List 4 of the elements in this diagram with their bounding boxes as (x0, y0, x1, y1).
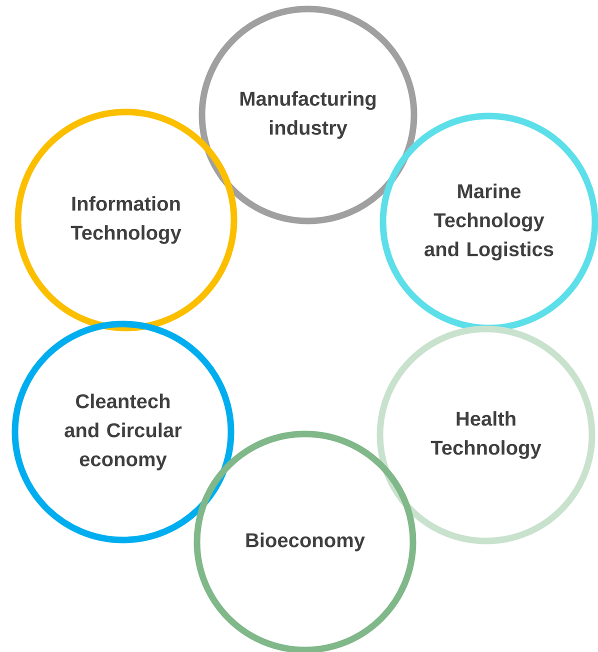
circle-node: Health Technology (376, 326, 596, 544)
circle-node: Manufacturing industry (198, 6, 418, 224)
circle-node: Cleantech and Circular economy (12, 320, 234, 544)
circle-node: Information Technology (14, 108, 238, 332)
